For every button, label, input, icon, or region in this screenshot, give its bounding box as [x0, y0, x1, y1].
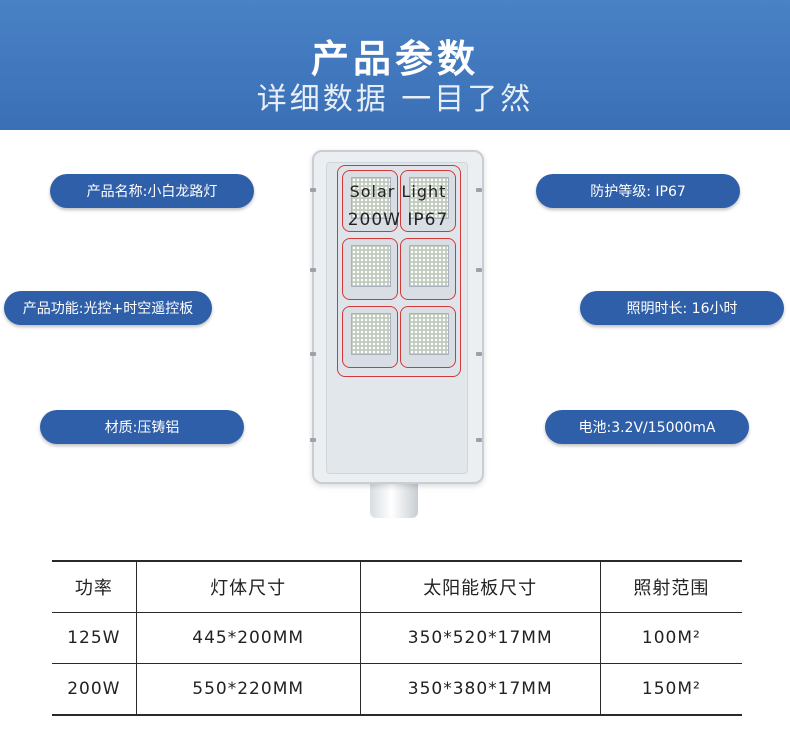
table-cell-range: 100M²: [599, 612, 742, 664]
table-row: 125W 445*200MM 350*520*17MM 100M²: [52, 612, 742, 664]
spec-material-pill: 材质:压铸铝: [40, 410, 244, 444]
lamp-label-power: 200W IP67: [347, 210, 449, 230]
led-module: [342, 170, 398, 232]
table-cell-range: 150M²: [599, 663, 742, 716]
table-header-power: 功率: [52, 560, 137, 613]
table-cell-body-size: 445*200MM: [135, 612, 361, 664]
led-module: [400, 170, 456, 232]
spec-function-pill: 产品功能:光控+时空遥控板: [4, 291, 212, 325]
lamp-pole: [370, 478, 418, 518]
table-header-row: 功率 灯体尺寸 太阳能板尺寸 照射范围: [52, 560, 742, 613]
table-cell-panel-size: 350*380*17MM: [359, 663, 601, 716]
led-module: [342, 238, 398, 300]
lamp-label-solar-light: Solar Light: [349, 182, 447, 201]
header-banner: 产品参数 详细数据 一目了然: [0, 0, 790, 130]
led-module: [342, 306, 398, 368]
page-subtitle: 详细数据 一目了然: [256, 82, 534, 117]
table-cell-power: 125W: [52, 612, 137, 664]
spec-name-pill: 产品名称:小白龙路灯: [50, 174, 254, 208]
page-title: 产品参数: [310, 37, 479, 81]
table-cell-power: 200W: [52, 663, 137, 716]
led-module: [400, 306, 456, 368]
spec-protection-pill: 防护等级: IP67: [536, 174, 740, 208]
table-cell-body-size: 550*220MM: [135, 663, 361, 716]
spec-lighting-time-pill: 照明时长: 16小时: [580, 291, 784, 325]
led-module-array: [337, 165, 461, 377]
led-module: [400, 238, 456, 300]
spec-table: 功率 灯体尺寸 太阳能板尺寸 照射范围 125W 445*200MM 350*5…: [52, 560, 742, 716]
table-header-body-size: 灯体尺寸: [135, 560, 361, 613]
lamp-housing: [326, 162, 468, 474]
table-cell-panel-size: 350*520*17MM: [359, 612, 601, 664]
table-header-panel-size: 太阳能板尺寸: [359, 560, 601, 613]
table-row: 200W 550*220MM 350*380*17MM 150M²: [52, 663, 742, 716]
solar-street-lamp: Solar Light 200W IP67: [310, 150, 484, 484]
spec-battery-pill: 电池:3.2V/15000mA: [545, 410, 749, 444]
table-header-range: 照射范围: [599, 560, 742, 613]
